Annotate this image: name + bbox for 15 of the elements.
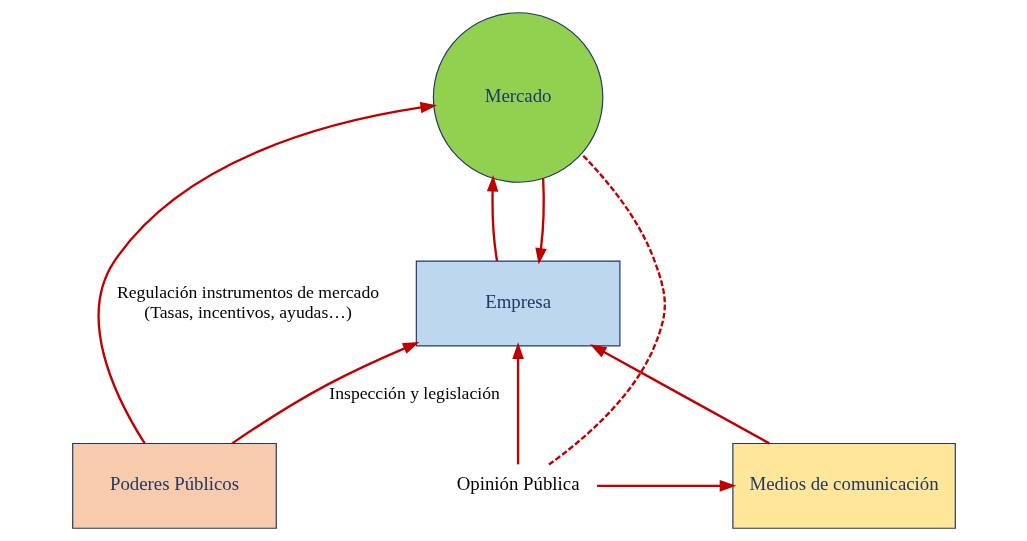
arrow bbox=[596, 480, 736, 492]
arrow bbox=[511, 342, 524, 465]
node-circle: Mercado bbox=[432, 12, 603, 183]
node-box: Poderes Públicos bbox=[71, 442, 277, 529]
node-box: Empresa bbox=[415, 260, 620, 347]
node-text: Opinión Pública bbox=[456, 473, 580, 495]
connector bbox=[547, 153, 666, 466]
arrow bbox=[534, 178, 547, 265]
arrow bbox=[486, 175, 498, 262]
edge-label: Inspección y legislación bbox=[328, 382, 500, 403]
edge-label: Regulación instrumentos de mercado (Tasas, incentivos, ayudas…) bbox=[116, 281, 379, 322]
node-box: Medios de comunicación bbox=[731, 442, 956, 529]
arrow bbox=[97, 101, 437, 445]
arrow bbox=[589, 344, 770, 445]
arrow bbox=[231, 342, 419, 445]
